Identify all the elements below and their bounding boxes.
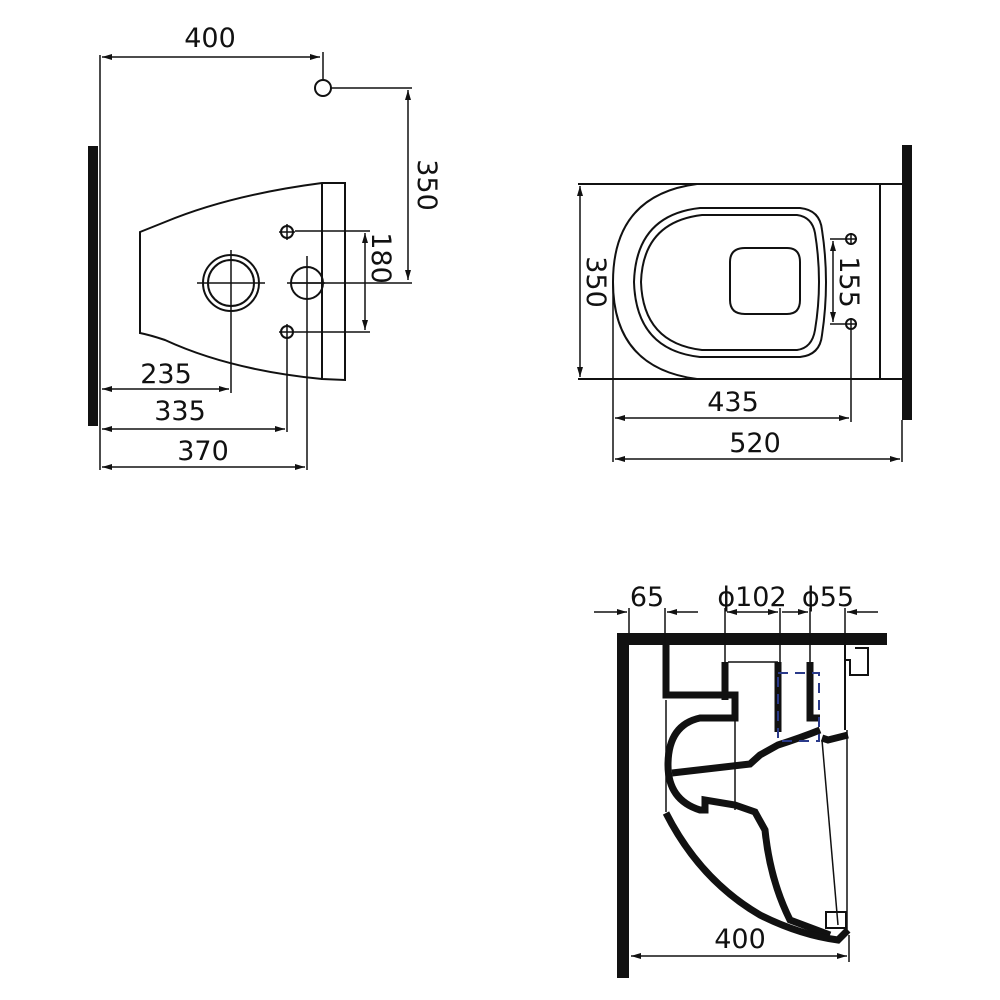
toilet-rear-outline: [139, 182, 346, 382]
dim-length: 520: [729, 428, 781, 459]
rear-view: 400 350 180 235 335: [88, 23, 442, 470]
side-section-view: 65 ϕ102 ϕ55 400: [594, 582, 887, 978]
dim-depth: 370: [177, 436, 229, 467]
dim-height-to-supply: 350: [411, 159, 442, 211]
dim-top-width: 400: [184, 23, 236, 54]
dim-top-width: 350: [580, 256, 611, 308]
wall-top-section: [617, 633, 887, 645]
hidden-inlet-line: [777, 672, 820, 742]
dim-bolt-spacing: 180: [365, 232, 396, 284]
dim-outlet-diameter: ϕ102: [717, 582, 786, 613]
dim-bolt-spacing: 155: [833, 256, 864, 308]
dim-bolt-center: 335: [154, 396, 206, 427]
bowl-opening: [729, 247, 801, 315]
supply-inlet-icon: [314, 79, 332, 97]
wall-section: [88, 146, 98, 426]
seat-outer-outline: [611, 183, 698, 380]
wall-side-section: [617, 633, 629, 978]
dim-outlet-center: 235: [140, 359, 192, 390]
top-view: 350 155 435 520: [577, 145, 912, 462]
bowl-section-outline: [662, 645, 832, 939]
dim-inlet-diameter: ϕ55: [802, 582, 854, 613]
dim-wall-offset: 65: [630, 582, 664, 613]
dim-projection: 400: [714, 924, 766, 955]
wall-section: [902, 145, 912, 420]
seat-rim-outline: [632, 207, 827, 358]
dim-bolt-from-front: 435: [707, 387, 759, 418]
